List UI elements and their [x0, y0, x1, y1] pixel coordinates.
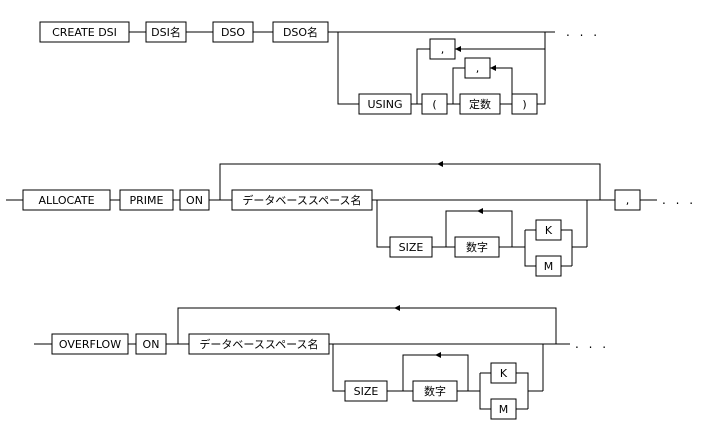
allocate-km-choice [524, 229, 587, 267]
prime-keyword: PRIME [130, 194, 164, 207]
lparen-box [421, 93, 448, 115]
create-dsi-keyword: CREATE DSI [52, 26, 117, 39]
comma-outer: , [441, 43, 445, 56]
allocate-size-keyword: SIZE [399, 241, 424, 254]
constant-label: 定数 [469, 97, 491, 111]
allocate-loop-arrow [437, 161, 443, 167]
using-keyword-box [358, 93, 412, 115]
constant-box [459, 93, 501, 115]
overflow-number-arrow [435, 352, 441, 358]
allocate-number-label: 数字 [466, 240, 488, 254]
allocate-on-keyword: ON [186, 194, 203, 207]
dsi-name-label: DSI名 [151, 25, 181, 39]
overflow-m-keyword: M [499, 403, 509, 416]
allocate-m-box [535, 255, 562, 277]
overflow-syntax: OVERFLOW ON データベーススペース名 SIZE 数字 K M . . … [34, 305, 609, 420]
overflow-km-choice [479, 372, 543, 410]
overflow-number-box [412, 380, 458, 402]
comma-outer-box [429, 38, 456, 60]
dso-keyword: DSO [221, 26, 245, 39]
using-keyword: USING [367, 98, 402, 111]
overflow-keyword-box [51, 333, 129, 355]
create-continuation: . . . [566, 25, 600, 39]
allocate-keyword-box [22, 189, 111, 211]
allocate-size-branch [376, 200, 588, 248]
dsi-name-box [145, 21, 187, 43]
outer-repeat-loop [416, 48, 546, 104]
allocate-keyword: ALLOCATE [38, 194, 94, 207]
allocate-comma: , [626, 194, 630, 207]
allocate-dbspace-name: データベーススペース名 [242, 193, 361, 207]
allocate-on-box [179, 189, 210, 211]
create-dsi-keyword-box [39, 21, 130, 43]
outer-loop-arrow [455, 46, 461, 52]
overflow-m-box [490, 398, 517, 420]
overflow-dbspace-box [188, 333, 330, 355]
allocate-k-keyword: K [545, 224, 553, 237]
overflow-keyword: OVERFLOW [59, 338, 121, 351]
inner-repeat-loop [452, 67, 513, 104]
rparen-box [511, 93, 538, 115]
dso-keyword-box [212, 21, 254, 43]
allocate-continuation: . . . [662, 193, 696, 207]
dso-name-label: DSO名 [283, 25, 318, 39]
overflow-k-keyword: K [500, 367, 508, 380]
overflow-size-branch [332, 344, 544, 392]
overflow-size-keyword: SIZE [354, 385, 379, 398]
overflow-loop-arrow [394, 305, 400, 311]
inner-loop-arrow [490, 65, 496, 71]
comma-inner: , [476, 62, 480, 75]
create-dsi-syntax: CREATE DSI DSI名 DSO DSO名 , , USING ( 定数 … [39, 21, 600, 115]
allocate-number-box [454, 236, 500, 258]
allocate-size-box [389, 236, 433, 258]
allocate-dbspace-box [231, 189, 373, 211]
overflow-repeat-loop [177, 307, 557, 344]
overflow-k-box [490, 362, 517, 384]
overflow-on-keyword: ON [143, 338, 160, 351]
allocate-number-arrow [477, 208, 483, 214]
overflow-dbspace-name: データベーススペース名 [199, 337, 318, 351]
dso-name-box [272, 21, 329, 43]
allocate-repeat-loop [219, 163, 601, 200]
overflow-continuation: . . . [575, 337, 609, 351]
allocate-syntax: ALLOCATE PRIME ON データベーススペース名 , SIZE 数字 … [6, 161, 696, 277]
overflow-on-box [135, 333, 167, 355]
allocate-m-keyword: M [544, 260, 554, 273]
overflow-number-label: 数字 [424, 384, 446, 398]
comma-inner-box [464, 57, 491, 79]
prime-keyword-box [119, 189, 174, 211]
allocate-k-box [535, 219, 562, 241]
overflow-size-box [344, 380, 388, 402]
lparen: ( [432, 98, 436, 111]
rparen: ) [522, 98, 526, 111]
allocate-comma-box [614, 189, 641, 211]
